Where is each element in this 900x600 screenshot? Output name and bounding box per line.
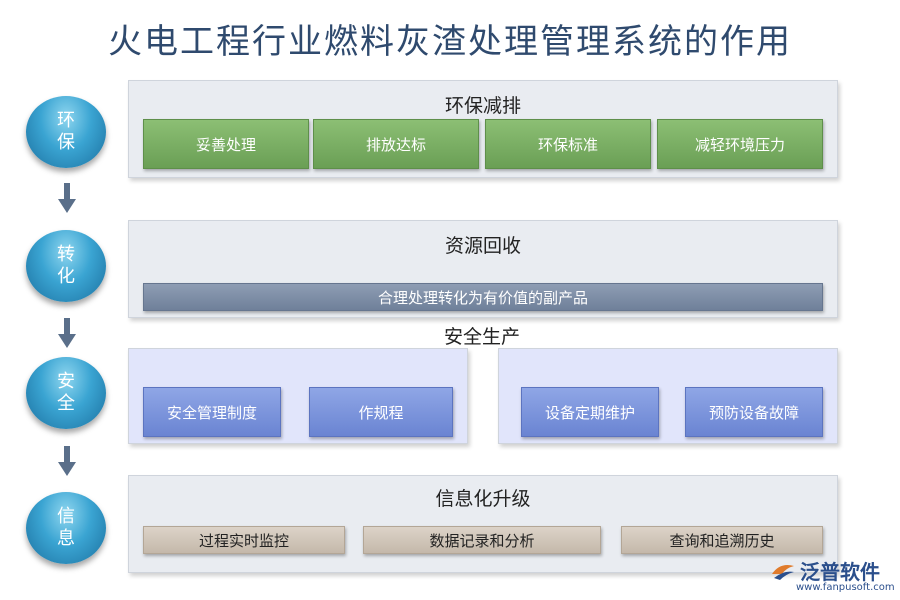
step-circle-convert: 转化 [26,230,106,302]
info-item: 过程实时监控 [143,526,345,554]
logo-name: 泛普软件 [800,560,880,584]
env-item: 环保标准 [485,119,651,169]
step-circle-safety: 安全 [26,357,106,429]
env-panel-title: 环保减排 [444,95,521,117]
down-arrow-icon [58,183,76,213]
safety-item: 设备定期维护 [521,387,659,437]
info-panel-title: 信息化升级 [435,488,531,510]
recycle-bar: 合理处理转化为有价值的副产品 [143,283,823,311]
env-item: 排放达标 [313,119,479,169]
safety-item: 预防设备故障 [685,387,823,437]
step-label: 环保 [57,110,75,153]
info-panel: 信息化升级 过程实时监控 数据记录和分析 查询和追溯历史 [128,475,838,573]
env-panel: 环保减排 妥善处理 排放达标 环保标准 减轻环境压力 [128,80,838,178]
step-label: 信息 [57,506,75,549]
safety-item: 安全管理制度 [143,387,281,437]
page-title: 火电工程行业燃料灰渣处理管理系统的作用 [108,22,792,62]
down-arrow-icon [58,318,76,348]
safety-panel-right: 设备定期维护 预防设备故障 [498,348,838,444]
down-arrow-icon [58,446,76,476]
logo-mark-icon [772,564,794,580]
brand-logo: 泛普软件 [770,556,880,585]
recycle-panel-title: 资源回收 [444,235,521,257]
info-item: 数据记录和分析 [363,526,601,554]
env-item: 减轻环境压力 [657,119,823,169]
recycle-panel: 资源回收 合理处理转化为有价值的副产品 [128,220,838,318]
safety-item: 作规程 [309,387,453,437]
logo-url: www.fanpusoft.com [796,582,895,593]
step-circle-env: 环保 [26,96,106,168]
step-circle-info: 信息 [26,492,106,564]
step-label: 转化 [57,244,75,287]
info-item: 查询和追溯历史 [621,526,823,554]
env-item: 妥善处理 [143,119,309,169]
safety-title: 安全生产 [443,326,520,348]
safety-panel-left: 安全管理制度 作规程 [128,348,468,444]
step-label: 安全 [57,371,75,414]
